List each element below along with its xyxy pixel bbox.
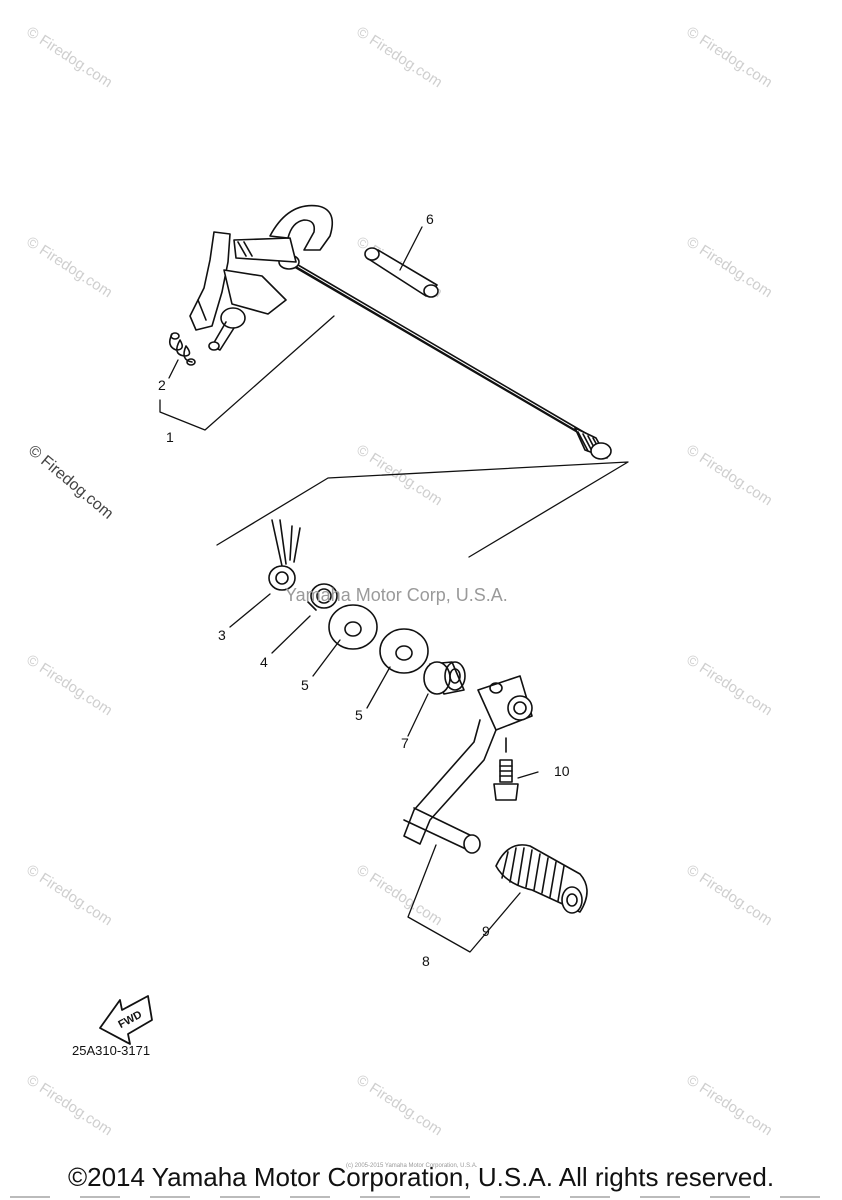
callout-1: 1 [166,429,174,445]
shift-lever-bracket [189,204,334,351]
callout-3: 3 [218,627,226,643]
diagram-code: 25A310-3171 [72,1043,151,1058]
washer-b [379,628,429,674]
callout-5a: 5 [301,677,309,693]
center-watermark: Yamaha Motor Corp, U.S.A. [285,585,508,605]
return-spring [168,332,196,366]
callout-7: 7 [401,735,409,751]
footer-copyright: ©2014 Yamaha Motor Corporation, U.S.A. A… [67,1162,775,1192]
callout-5b: 5 [355,707,363,723]
fwd-arrow-icon: FWD [99,995,153,1045]
callouts: 1 2 3 4 5 5 6 7 8 9 10 [158,211,570,969]
tiny-copyright: (c) 2005-2015 Yamaha Motor Corporation, … [346,1163,478,1169]
footer-strip [10,1196,832,1198]
bushing [423,661,466,695]
clip [268,519,301,591]
callout-2: 2 [158,377,166,393]
circlip [307,583,338,611]
leader-lines [159,226,629,953]
dowel-pin [364,247,439,298]
washer-a [328,604,378,650]
pedal-rubber [495,844,588,914]
shaft-spline [574,427,612,460]
callout-10: 10 [554,763,570,779]
shift-pedal [403,675,533,854]
shift-shaft [278,254,612,460]
callout-8: 8 [422,953,430,969]
callout-9: 9 [482,923,490,939]
bolt [493,737,519,801]
callout-6: 6 [426,211,434,227]
callout-4: 4 [260,654,268,670]
